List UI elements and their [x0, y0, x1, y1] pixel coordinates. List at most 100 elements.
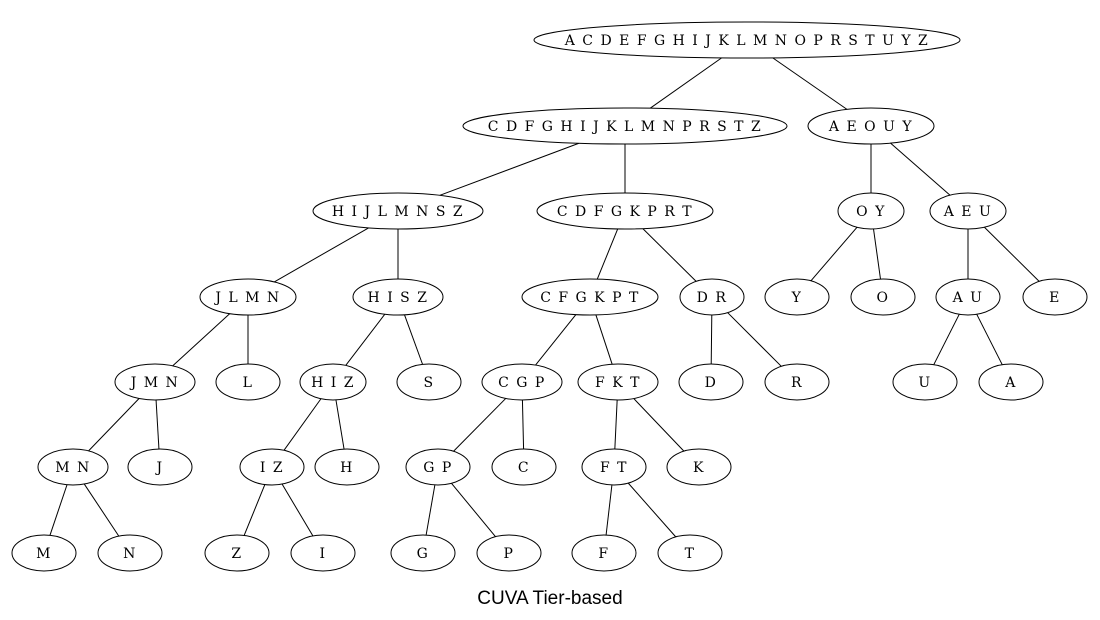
- tree-node: G P: [405, 448, 471, 486]
- tree-node: O: [850, 278, 916, 316]
- tree-node: G: [390, 534, 456, 572]
- node-ellipse: [657, 534, 723, 572]
- tree-node: D: [678, 363, 744, 401]
- node-label: I Z: [260, 460, 284, 476]
- tree-edge-aeu-E: [984, 226, 1040, 282]
- tree-node: N: [97, 534, 163, 572]
- tree-edge-mn-N: [83, 483, 120, 537]
- node-label: I: [319, 546, 326, 562]
- tree-edge-cons-hijl: [439, 142, 580, 196]
- node-ellipse: [215, 363, 281, 401]
- node-ellipse: [807, 107, 935, 145]
- tree-node: E: [1022, 278, 1088, 316]
- node-ellipse: [521, 278, 659, 316]
- node-ellipse: [929, 192, 1007, 230]
- node-label: C D F G H I J K L M N P R S T Z: [488, 119, 762, 135]
- node-ellipse: [97, 534, 163, 572]
- tree-node: C: [491, 448, 557, 486]
- tree-edge-dr-R: [727, 312, 782, 367]
- node-label: C G P: [498, 375, 546, 391]
- node-ellipse: [679, 278, 745, 316]
- tree-node: A: [978, 363, 1044, 401]
- tree-node: F T: [581, 448, 647, 486]
- node-ellipse: [892, 363, 958, 401]
- tree-node: O Y: [837, 192, 905, 230]
- node-label: Y: [791, 290, 803, 306]
- tree-edge-oy-O: [873, 228, 881, 280]
- node-ellipse: [837, 192, 905, 230]
- node-ellipse: [581, 448, 647, 486]
- tree-node: S: [396, 363, 462, 401]
- node-label: S: [423, 375, 434, 391]
- node-ellipse: [935, 278, 1001, 316]
- node-label: N: [123, 546, 137, 562]
- tree-node: A E U: [929, 192, 1007, 230]
- tree-edge-cfgkpt-cgp: [535, 314, 577, 366]
- tree-edge-mn-M: [49, 484, 68, 536]
- tree-edge-iz-Z: [243, 484, 266, 536]
- node-label: J L M N: [213, 290, 280, 306]
- tree-edge-fkt-ft: [614, 399, 618, 450]
- tree-edge-au-A: [976, 314, 1003, 365]
- node-label: K: [693, 460, 705, 476]
- node-label: M N: [55, 460, 91, 476]
- tree-node: A U: [935, 278, 1001, 316]
- tree-edge-cfgkpt-fkt: [595, 314, 613, 365]
- tree-edge-fkt-K: [633, 398, 685, 452]
- tree-edge-cdfg-cfgkpt: [596, 228, 619, 280]
- node-label: F T: [600, 460, 628, 476]
- tree-node: C D F G H I J K L M N P R S T Z: [462, 107, 788, 145]
- tree-edge-iz-I: [281, 483, 314, 537]
- node-ellipse: [577, 363, 659, 401]
- node-ellipse: [114, 363, 196, 401]
- node-label: H I J L M N S Z: [332, 204, 464, 220]
- tree-node: R: [764, 363, 830, 401]
- tree-edge-jmn-J: [155, 399, 160, 450]
- tree-node: T: [657, 534, 723, 572]
- tree-node: J L M N: [199, 278, 297, 316]
- node-label: P: [504, 546, 515, 562]
- node-label: D R: [697, 290, 728, 306]
- node-label: A: [1004, 375, 1017, 391]
- node-ellipse: [199, 278, 297, 316]
- tree-node: I: [290, 534, 356, 572]
- node-label: L: [243, 375, 254, 391]
- node-ellipse: [491, 448, 557, 486]
- node-ellipse: [290, 534, 356, 572]
- tree-node: F: [571, 534, 637, 572]
- tree-edge-hijl-jlmn: [274, 227, 369, 283]
- node-ellipse: [11, 534, 77, 572]
- node-label: E: [1049, 290, 1061, 306]
- node-ellipse: [536, 192, 714, 230]
- tree-edge-hisz-hiz: [345, 313, 386, 366]
- node-label: G P: [423, 460, 453, 476]
- tree-node: M N: [37, 448, 109, 486]
- tree-edge-ft-T: [627, 482, 677, 538]
- node-label: A C D E F G H I J K L M N O P R S T U Y …: [564, 33, 930, 49]
- node-ellipse: [352, 278, 444, 316]
- node-ellipse: [533, 21, 961, 59]
- node-label: F: [598, 546, 609, 562]
- node-label: D: [705, 375, 718, 391]
- tree-node: C F G K P T: [521, 278, 659, 316]
- node-label: T: [685, 546, 696, 562]
- tree-edge-hiz-iz: [283, 398, 322, 451]
- tree-edge-ft-F: [605, 484, 613, 536]
- node-label: Z: [231, 546, 242, 562]
- node-ellipse: [37, 448, 109, 486]
- tree-node: D R: [679, 278, 745, 316]
- node-label: H: [340, 460, 354, 476]
- node-ellipse: [239, 448, 305, 486]
- node-label: O Y: [856, 204, 886, 220]
- tree-node: A C D E F G H I J K L M N O P R S T U Y …: [533, 21, 961, 59]
- node-label: C D F G K P R T: [557, 204, 693, 220]
- node-label: C: [518, 460, 530, 476]
- node-ellipse: [764, 363, 830, 401]
- node-label: O: [877, 290, 890, 306]
- tree-edge-dr-D: [710, 314, 713, 365]
- tree-edge-hisz-S: [404, 314, 424, 365]
- node-ellipse: [1022, 278, 1088, 316]
- node-ellipse: [978, 363, 1044, 401]
- node-label: G: [417, 546, 430, 562]
